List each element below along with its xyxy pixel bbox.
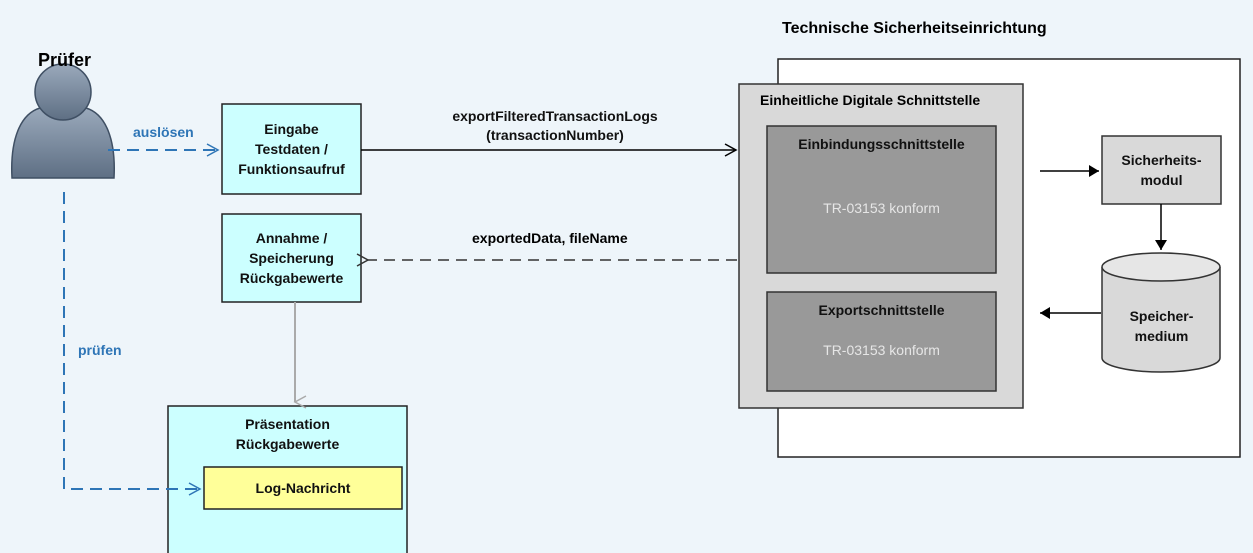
integration-title: Einbindungsschnittstelle	[798, 136, 965, 152]
return-label: exportedData, fileName	[472, 230, 628, 246]
export-box	[766, 291, 997, 392]
input-box	[221, 103, 362, 195]
receive-box	[221, 213, 362, 303]
export-subtitle: TR-03153 konform	[823, 342, 940, 358]
person-icon	[11, 63, 115, 179]
integration-subtitle: TR-03153 konform	[823, 200, 940, 216]
tse-title: Technische Sicherheitseinrichtung	[782, 20, 1047, 37]
input-box-label: Eingabe Testdaten / Funktionsaufruf	[238, 121, 345, 177]
security-module-label: Sicherheits- modul	[1121, 152, 1202, 188]
export-title: Exportschnittstelle	[818, 302, 945, 318]
actor-name: Prüfer	[38, 50, 92, 70]
interface-title: Einheitliche Digitale Schnittstelle	[760, 92, 981, 108]
check-arrow	[63, 192, 202, 496]
presentation-box-label: Präsentation Rückgabewerte	[235, 416, 340, 452]
receive-box-label: Annahme / Speicherung Rückgabewerte	[239, 230, 344, 286]
call-label: exportFilteredTransactionLogs (transacti…	[452, 108, 658, 143]
integration-box	[766, 125, 997, 274]
check-label: prüfen	[78, 342, 122, 358]
log-box-label: Log-Nachricht	[255, 480, 351, 496]
storage-cylinder	[1101, 252, 1221, 373]
log-box	[203, 466, 403, 510]
storage-label: Speicher- medium	[1129, 308, 1194, 344]
trigger-label: auslösen	[133, 124, 194, 140]
